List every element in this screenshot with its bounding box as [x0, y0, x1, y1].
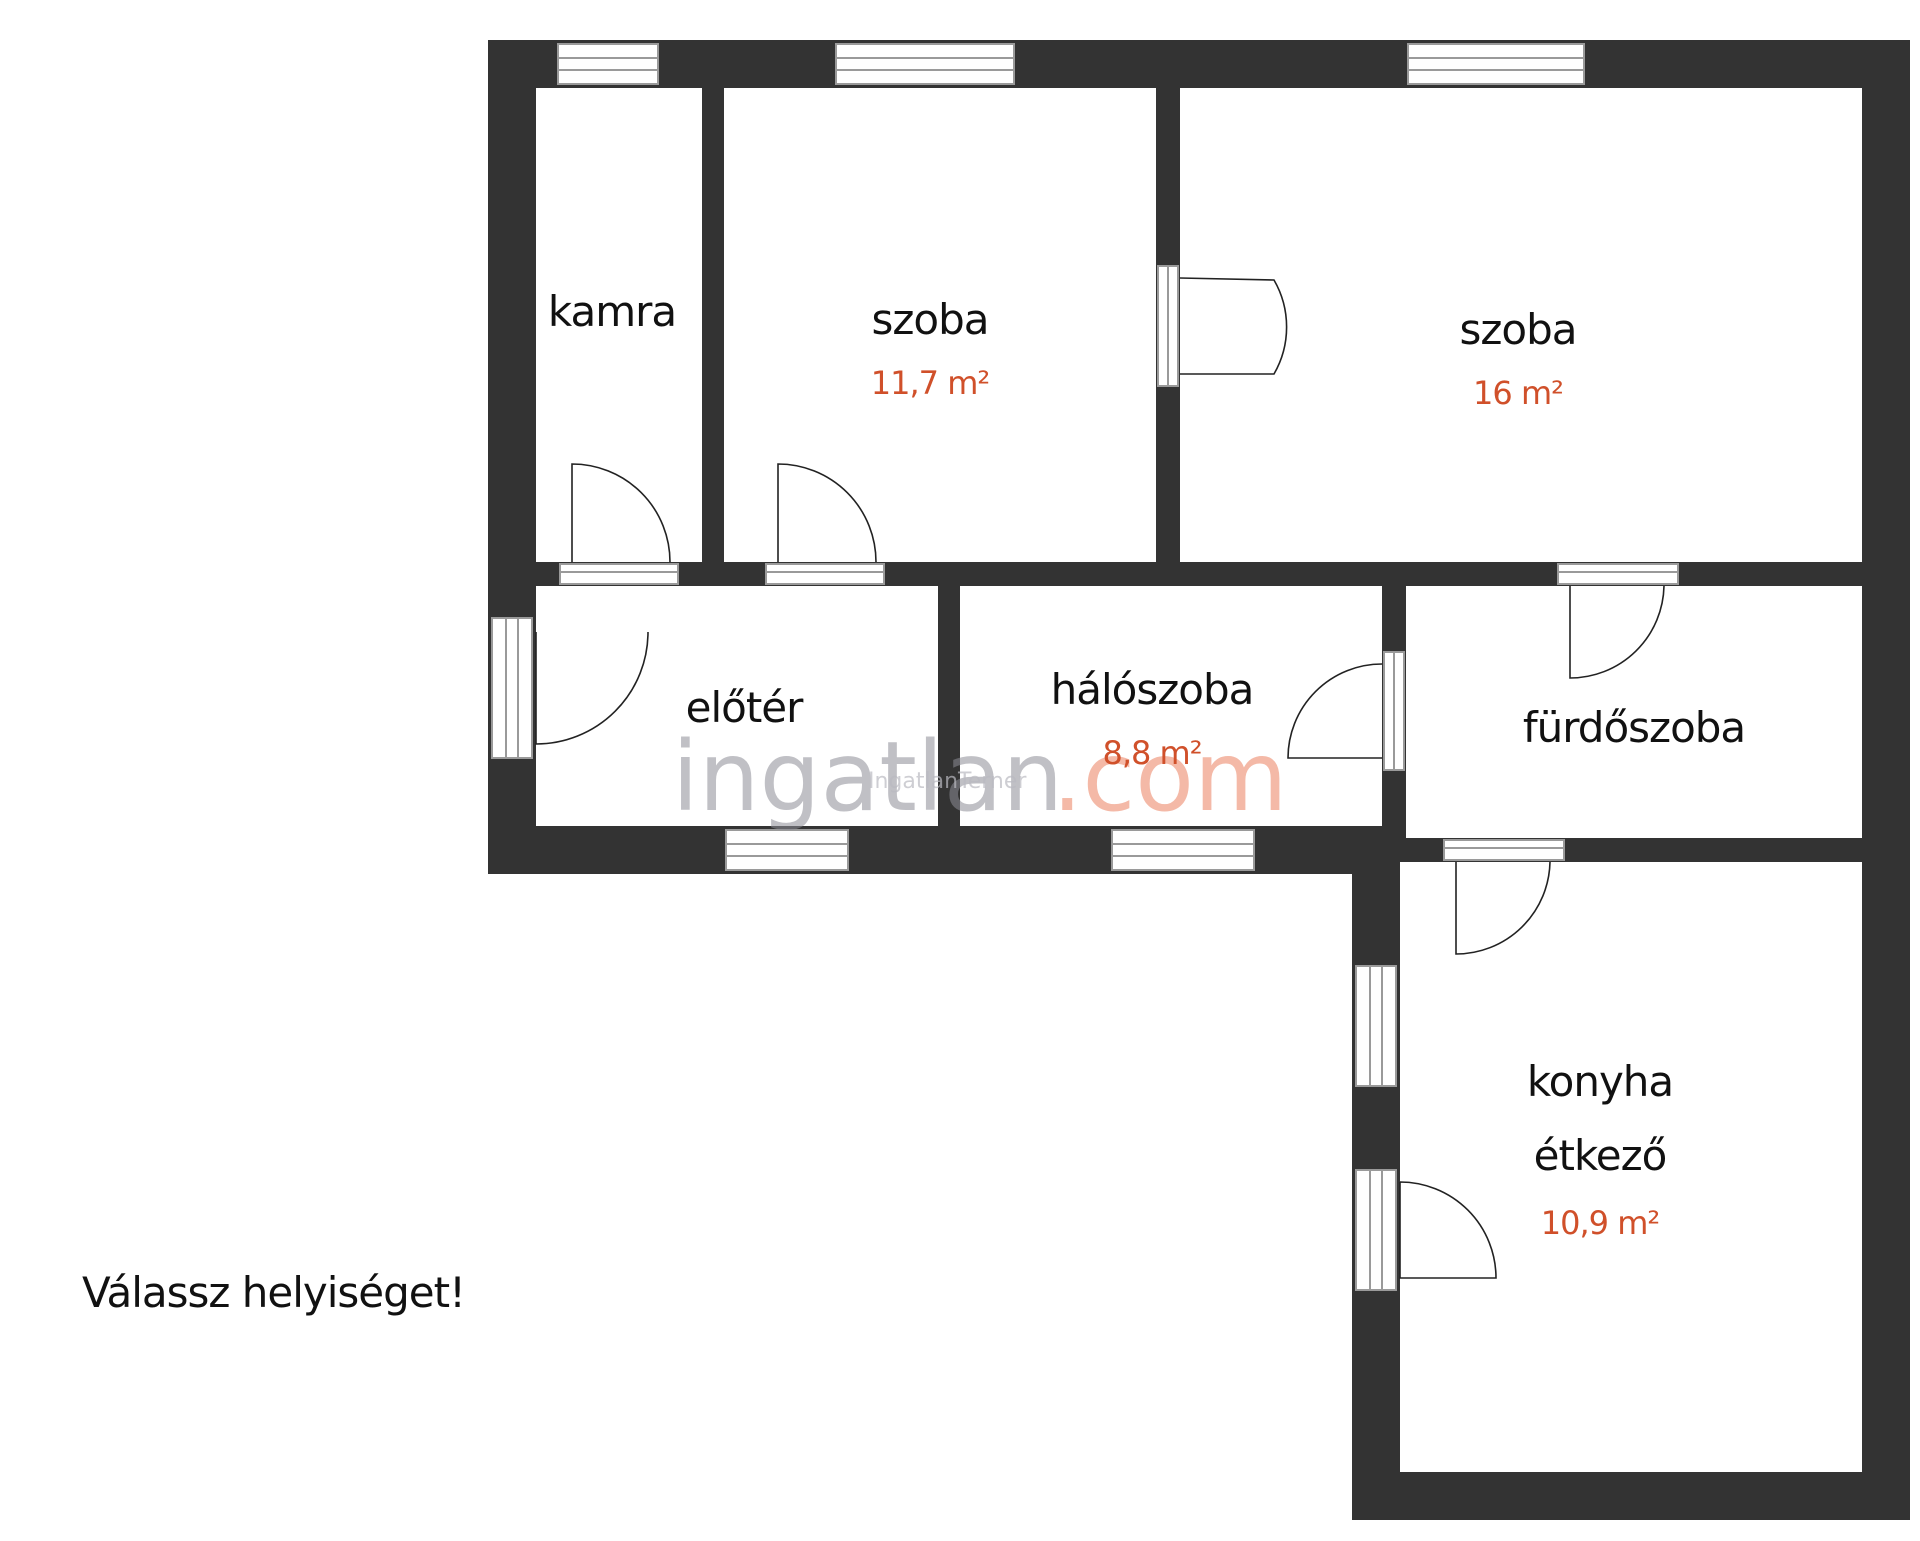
door [1355, 1169, 1497, 1291]
door [559, 463, 679, 585]
door [1557, 563, 1679, 679]
room-area-haloszoba: 8,8 m² [1102, 734, 1201, 772]
window [557, 43, 659, 85]
room-name-kamra: kamra [548, 287, 676, 336]
room-konyha[interactable]: konyha étkező 10,9 m² [1527, 1057, 1674, 1242]
room-name-eloter: előtér [686, 683, 805, 732]
door [1443, 839, 1565, 955]
door [1287, 651, 1405, 771]
room-area-szoba-large: 16 m² [1473, 374, 1563, 412]
watermark-small: IngatlanTerner [868, 769, 1027, 794]
door [491, 617, 649, 759]
room-szoba-small[interactable]: szoba 11,7 m² [871, 295, 990, 402]
room-name-konyha-line1: konyha [1527, 1057, 1673, 1106]
room-name-szoba-large: szoba [1459, 305, 1576, 354]
room-name-haloszoba: hálószoba [1051, 665, 1254, 714]
room-kamra[interactable]: kamra [548, 287, 677, 336]
room-name-konyha-line2: étkező [1534, 1131, 1667, 1180]
select-room-prompt: Válassz helyiséget! [82, 1268, 466, 1317]
watermark-part2: .com [1052, 721, 1288, 833]
room-szoba-large[interactable]: szoba 16 m² [1459, 305, 1577, 412]
room-eloter[interactable]: előtér [686, 683, 806, 732]
windows [557, 43, 1585, 1087]
window [1355, 965, 1397, 1087]
window [835, 43, 1015, 85]
room-haloszoba[interactable]: hálószoba 8,8 m² [1051, 665, 1255, 772]
room-name-szoba-small: szoba [871, 295, 988, 344]
room-area-szoba-small: 11,7 m² [871, 364, 989, 402]
doors [491, 265, 1679, 1291]
room-furdoszoba[interactable]: fürdőszoba [1523, 703, 1746, 752]
room-name-furdoszoba: fürdőszoba [1523, 703, 1745, 752]
door [765, 463, 885, 585]
watermark-part1: ingatlan [672, 721, 1063, 833]
watermark: ingatlan .com IngatlanTerner [672, 721, 1288, 833]
window [725, 829, 849, 871]
window [1407, 43, 1585, 85]
door [1157, 265, 1288, 387]
room-area-konyha: 10,9 m² [1541, 1204, 1659, 1242]
window [1111, 829, 1255, 871]
